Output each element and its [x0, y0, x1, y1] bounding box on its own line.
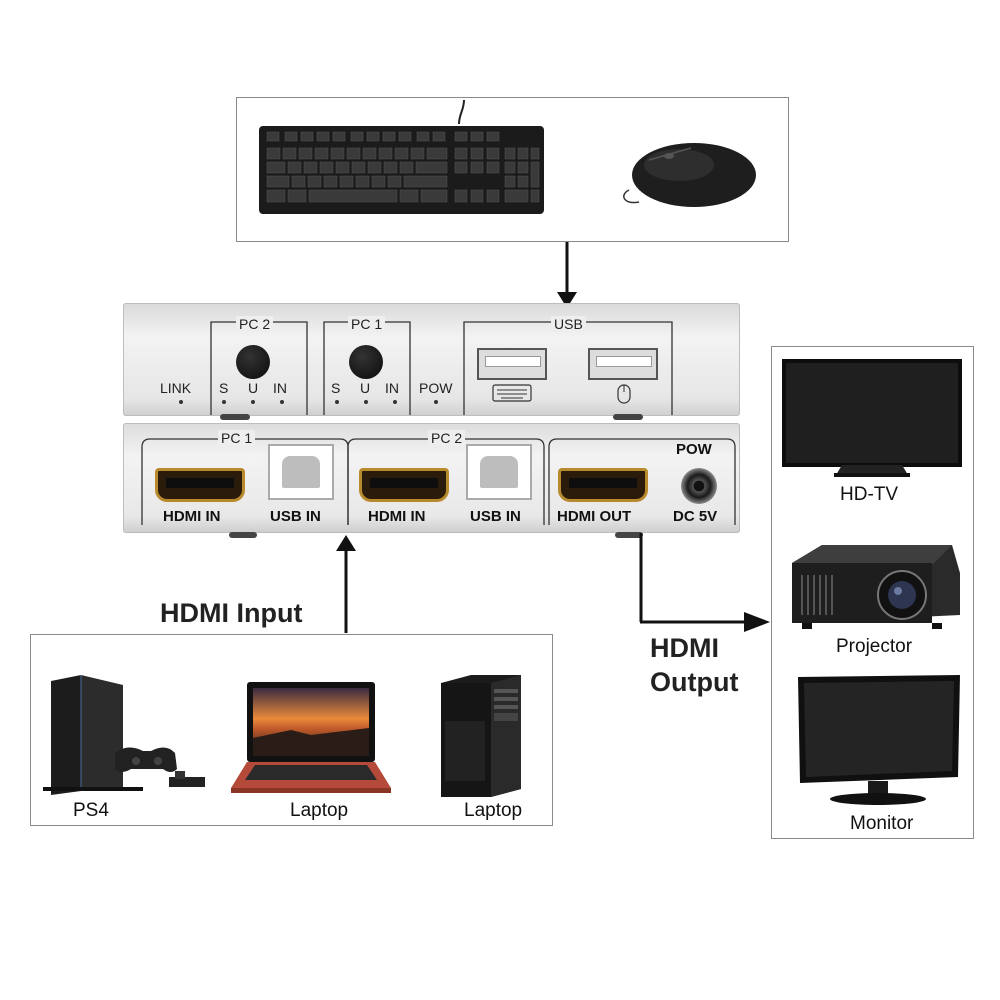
usb-in-1-port[interactable] [268, 444, 334, 500]
output-devices-box: HD-TV Projector Monitor [771, 346, 974, 839]
input-label-desktop: Laptop [464, 800, 523, 821]
front-pc1-label: PC 1 [348, 316, 386, 332]
pc1-s-label: S [331, 380, 341, 396]
usb-in-2-label: USB IN [470, 508, 521, 525]
usb-in-1-label: USB IN [270, 508, 321, 525]
pc1-u-label: U [360, 380, 371, 396]
front-pow-led [434, 400, 438, 404]
mouse-small-icon [617, 384, 631, 404]
hdmi-in-2-port[interactable] [359, 468, 449, 502]
pc1-s-led [335, 400, 339, 404]
output-label-projector: Projector [836, 636, 913, 657]
pc1-in-label: IN [385, 380, 399, 396]
front-pow-label: POW [419, 380, 453, 396]
output-label-monitor: Monitor [850, 813, 914, 834]
usb-keyboard-port[interactable] [477, 348, 547, 380]
front-usb-label: USB [551, 316, 586, 332]
pc2-s-label: S [219, 380, 229, 396]
hdmi-out-port[interactable] [558, 468, 648, 502]
dc-power-jack[interactable] [681, 468, 717, 504]
mouse-icon [623, 143, 756, 207]
desktop-tower-icon [441, 675, 521, 797]
arrow-right-to-outputs [639, 533, 770, 632]
usb-in-2-port[interactable] [466, 444, 532, 500]
pc2-in-label: IN [273, 380, 287, 396]
pc1-u-led [364, 400, 368, 404]
back-pc1-label: PC 1 [218, 430, 256, 446]
keyboard-icon [259, 99, 544, 214]
pc2-u-led [251, 400, 255, 404]
keyboard-small-icon [492, 384, 532, 402]
tv-icon [782, 359, 962, 477]
dc-5v-label: DC 5V [673, 508, 718, 525]
peripherals-box [236, 97, 789, 242]
pc2-u-label: U [248, 380, 259, 396]
output-label-tv: HD-TV [840, 484, 899, 505]
pc2-in-led [280, 400, 284, 404]
pc2-s-led [222, 400, 226, 404]
hdmi-output-label-line2: Output [650, 667, 739, 697]
hdmi-in-2-label: HDMI IN [368, 508, 426, 525]
device-foot [613, 414, 643, 420]
projector-icon [792, 545, 960, 629]
ps4-console-icon [43, 675, 205, 795]
device-foot [229, 532, 257, 538]
device-foot [615, 532, 643, 538]
link-label: LINK [160, 380, 192, 396]
back-pc2-label: PC 2 [428, 430, 466, 446]
pc1-in-led [393, 400, 397, 404]
back-output-bracket [548, 438, 736, 525]
pc1-select-button[interactable] [349, 345, 383, 379]
link-led [179, 400, 183, 404]
monitor-icon [798, 675, 960, 805]
hdmi-output-label-line1: HDMI [650, 633, 719, 663]
usb-mouse-port[interactable] [588, 348, 658, 380]
hdmi-in-1-label: HDMI IN [163, 508, 221, 525]
pc2-select-button[interactable] [236, 345, 270, 379]
back-pow-label: POW [676, 441, 712, 458]
input-label-ps4: PS4 [73, 800, 109, 821]
arrow-up-from-inputs [336, 535, 356, 633]
hdmi-in-1-port[interactable] [155, 468, 245, 502]
hdmi-out-label: HDMI OUT [557, 508, 632, 525]
laptop-icon [231, 682, 391, 793]
input-devices-box: PS4 Laptop Laptop [30, 634, 553, 826]
arrow-down-to-switch [557, 242, 577, 308]
input-label-laptop: Laptop [290, 800, 349, 821]
device-foot [220, 414, 250, 420]
front-pc2-label: PC 2 [236, 316, 274, 332]
hdmi-input-label: HDMI Input [160, 598, 303, 628]
